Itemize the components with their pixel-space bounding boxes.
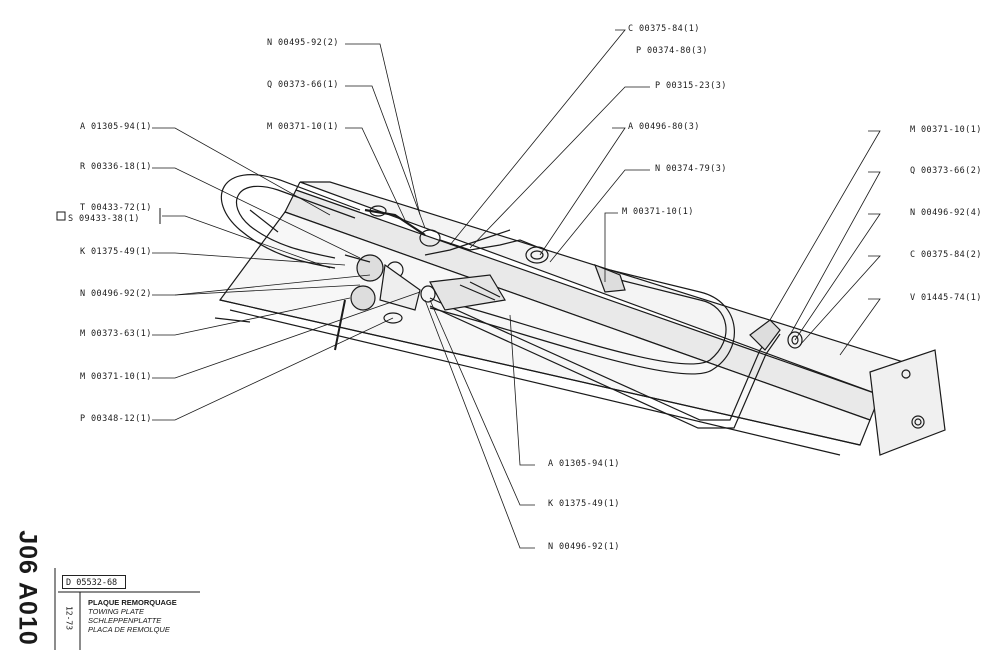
callout-label: M 00371-10(1)	[622, 207, 694, 217]
towing-plate-beam	[214, 181, 936, 456]
elbow-fitting-right	[749, 319, 803, 351]
sheet-code: J06 A010	[4, 528, 50, 648]
sheet-date-text: 12-73	[64, 605, 74, 631]
sheet-code-text: J06 A010	[13, 530, 42, 646]
callout-label: M 00371-10(1)	[80, 372, 152, 382]
callout-label: K 01375-49(1)	[80, 247, 152, 257]
callout-label: M 00371-10(1)	[267, 122, 339, 132]
callout-label: N 00496-92(2)	[80, 289, 152, 299]
callout-label: C 00375-84(2)	[910, 250, 982, 260]
callout-label: P 00348-12(1)	[80, 414, 152, 424]
drawing-reference: D 05532-68	[62, 575, 126, 589]
callout-label: S 09433-38(1)	[68, 214, 140, 224]
title-de: SCHLEPPENPLATTE	[88, 616, 162, 625]
union-fitting-center	[593, 263, 626, 293]
callout-label: M 00373-63(1)	[80, 329, 152, 339]
title-fr: PLAQUE REMORQUAGE	[88, 598, 177, 607]
brake-pipe-loop-right	[429, 269, 735, 375]
callout-label: C 00375-84(1)	[628, 24, 700, 34]
callout-label: P 00374-80(3)	[636, 46, 708, 56]
callout-label: A 01305-94(1)	[548, 459, 620, 469]
callout-label: N 00496-92(1)	[548, 542, 620, 552]
title-en: TOWING PLATE	[88, 607, 144, 616]
tee-block	[334, 254, 506, 351]
callout-label: T 00433-72(1)	[80, 203, 152, 213]
title-block: PLAQUE REMORQUAGE TOWING PLATE SCHLEPPEN…	[88, 598, 177, 634]
flexible-hose	[364, 205, 549, 264]
callout-label: N 00374-79(3)	[655, 164, 727, 174]
brake-pipe-loop-left	[220, 174, 361, 269]
callout-label: N 00496-92(4)	[910, 208, 982, 218]
callout-label: A 00496-80(3)	[628, 122, 700, 132]
callout-label: V 01445-74(1)	[910, 293, 982, 303]
callout-label: R 00336-18(1)	[80, 162, 152, 172]
callout-label: K 01375-49(1)	[548, 499, 620, 509]
callout-label: Q 00373-66(1)	[267, 80, 339, 90]
callout-label: Q 00373-66(2)	[910, 166, 982, 176]
end-bracket	[869, 349, 946, 456]
callout-label: N 00495-92(2)	[267, 38, 339, 48]
callout-label: A 01305-94(1)	[80, 122, 152, 132]
title-es: PLACA DE REMOLQUE	[88, 625, 170, 634]
callout-label: M 00371-10(1)	[910, 125, 982, 135]
sheet-date: 12-73	[62, 598, 76, 638]
callout-label: P 00315-23(3)	[655, 81, 727, 91]
